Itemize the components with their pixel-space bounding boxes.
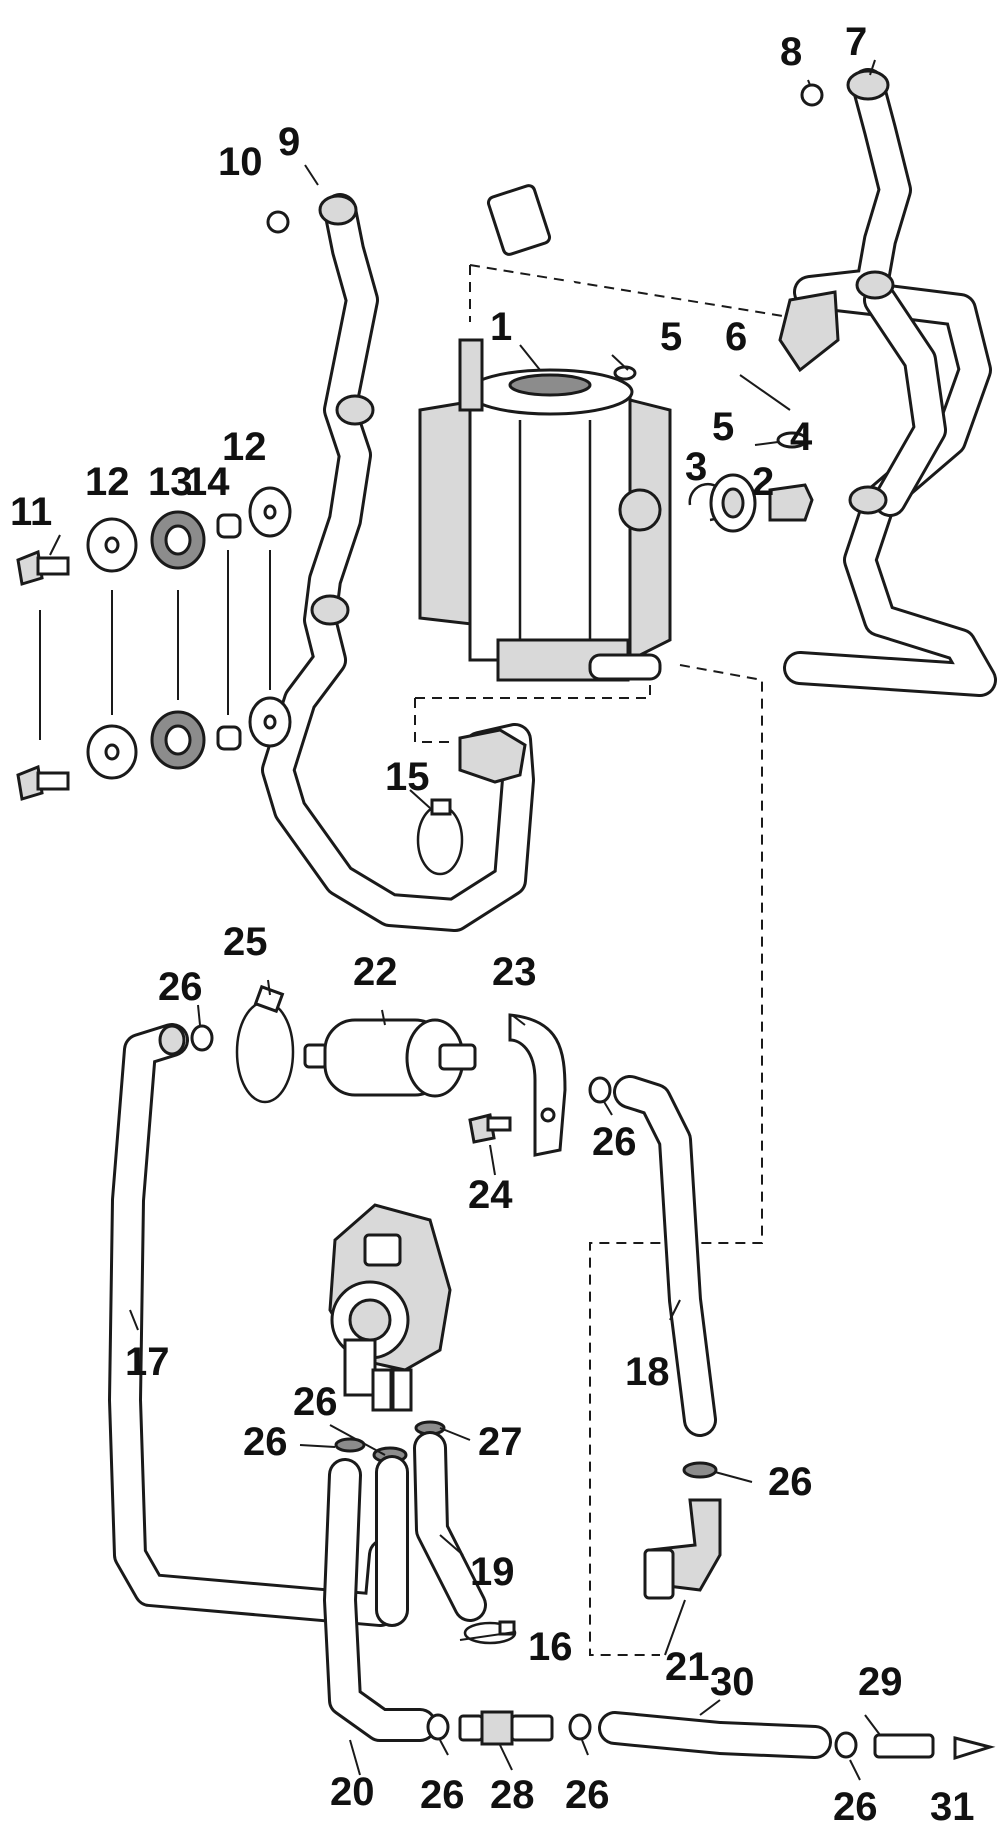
clamp-5-upper [613, 365, 637, 381]
label-leaders [49, 59, 881, 1781]
cap-31 [953, 1736, 996, 1761]
label-part-12-right: 12 [222, 425, 267, 469]
fitting-4 [768, 483, 814, 522]
bottom-fuel-line [426, 1461, 996, 1761]
label-part-26-hose-18-top: 26 [592, 1120, 637, 1164]
bolt-11-upper-head [16, 549, 44, 586]
connector-28-a [458, 1714, 484, 1742]
label-part-29: 29 [858, 1660, 903, 1704]
clamp-26-hose-18-bottom [682, 1461, 718, 1479]
label-part-7: 7 [845, 20, 867, 64]
label-part-26-21-end: 26 [833, 1785, 878, 1829]
label-part-22: 22 [353, 950, 398, 994]
bolt-11-upper-shank [36, 556, 70, 576]
fuel-pump-nipple-b [391, 1368, 413, 1412]
clamp-15 [416, 798, 464, 876]
label-part-8: 8 [780, 30, 802, 74]
o-ring-10 [266, 210, 290, 234]
hose-9-fitting [318, 194, 358, 226]
label-part-1: 1 [490, 305, 512, 349]
label-part-26-21-start: 26 [565, 1773, 610, 1817]
label-part-16: 16 [528, 1625, 573, 1669]
clamp-26-21-end [834, 1731, 858, 1759]
bolt-11-lower-head [16, 764, 44, 801]
label-part-26-filter-in: 26 [158, 965, 203, 1009]
label-part-23: 23 [492, 950, 537, 994]
label-part-19: 19 [470, 1550, 515, 1594]
clamp-26-20-end [426, 1713, 450, 1741]
label-part-24: 24 [468, 1173, 513, 1217]
outlet-nipple [588, 653, 662, 681]
clamp-26-filter-in [190, 1024, 214, 1052]
label-part-26-pump-a: 26 [243, 1420, 288, 1464]
label-part-26-20-end: 26 [420, 1773, 465, 1817]
label-part-17: 17 [125, 1340, 170, 1384]
vent-nipple [458, 338, 484, 412]
label-part-14: 14 [185, 460, 230, 504]
sleeve-14-b [216, 725, 242, 751]
fuel-pump [328, 1203, 452, 1464]
label-part-18: 18 [625, 1350, 670, 1394]
clamp-26-hose-18-top [588, 1076, 612, 1104]
fuel-pump-nipple-a [371, 1368, 393, 1412]
hose-7 [778, 68, 997, 697]
hose-9-elbow [458, 728, 527, 784]
label-part-13: 13 [148, 460, 193, 504]
label-part-20: 20 [330, 1770, 375, 1814]
wiring-connector [486, 184, 552, 256]
label-part-10: 10 [218, 140, 263, 184]
separator-body [468, 388, 632, 662]
connector-28-body [480, 1710, 514, 1746]
clamp-25 [235, 1000, 295, 1104]
clamp-5-lower [776, 431, 808, 449]
label-part-28: 28 [490, 1773, 535, 1817]
hose-9 [261, 193, 535, 932]
label-part-5-lower: 5 [712, 405, 734, 449]
label-part-25: 25 [223, 920, 268, 964]
separator-fittings [613, 365, 814, 533]
label-part-2: 2 [752, 460, 774, 504]
label-part-15: 15 [385, 755, 430, 799]
part-number-labels: 1 2 3 4 5 5 6 7 8 9 10 11 12 12 13 14 15… [10, 20, 975, 1829]
label-part-3: 3 [685, 445, 707, 489]
label-part-12-left: 12 [85, 460, 130, 504]
o-ring-8 [800, 83, 824, 107]
bracket-23 [508, 1013, 567, 1157]
label-part-6: 6 [725, 315, 747, 359]
label-part-30: 30 [710, 1660, 755, 1704]
label-part-21: 21 [665, 1645, 710, 1689]
label-part-5-upper: 5 [660, 315, 682, 359]
clamp-26-pump-a [334, 1437, 366, 1453]
hose-7-fitting [846, 69, 890, 101]
label-part-11: 11 [10, 490, 52, 534]
bolt-11-lower-shank [36, 771, 70, 791]
label-part-31: 31 [930, 1785, 975, 1829]
label-part-26-hose-18-bottom: 26 [768, 1460, 813, 1504]
sleeve-14-a [216, 513, 242, 539]
vapor-separator-assembly [418, 184, 672, 682]
label-part-4: 4 [790, 415, 813, 459]
label-part-9: 9 [278, 120, 300, 164]
label-part-26-pump-b: 26 [293, 1380, 338, 1424]
hoses-19-20 [323, 1431, 517, 1742]
hose-7-connector [778, 290, 840, 373]
label-part-27: 27 [478, 1420, 523, 1464]
fitting-29 [873, 1733, 935, 1759]
clamp-26-21-start [568, 1713, 592, 1741]
mounting-hardware [16, 486, 292, 801]
